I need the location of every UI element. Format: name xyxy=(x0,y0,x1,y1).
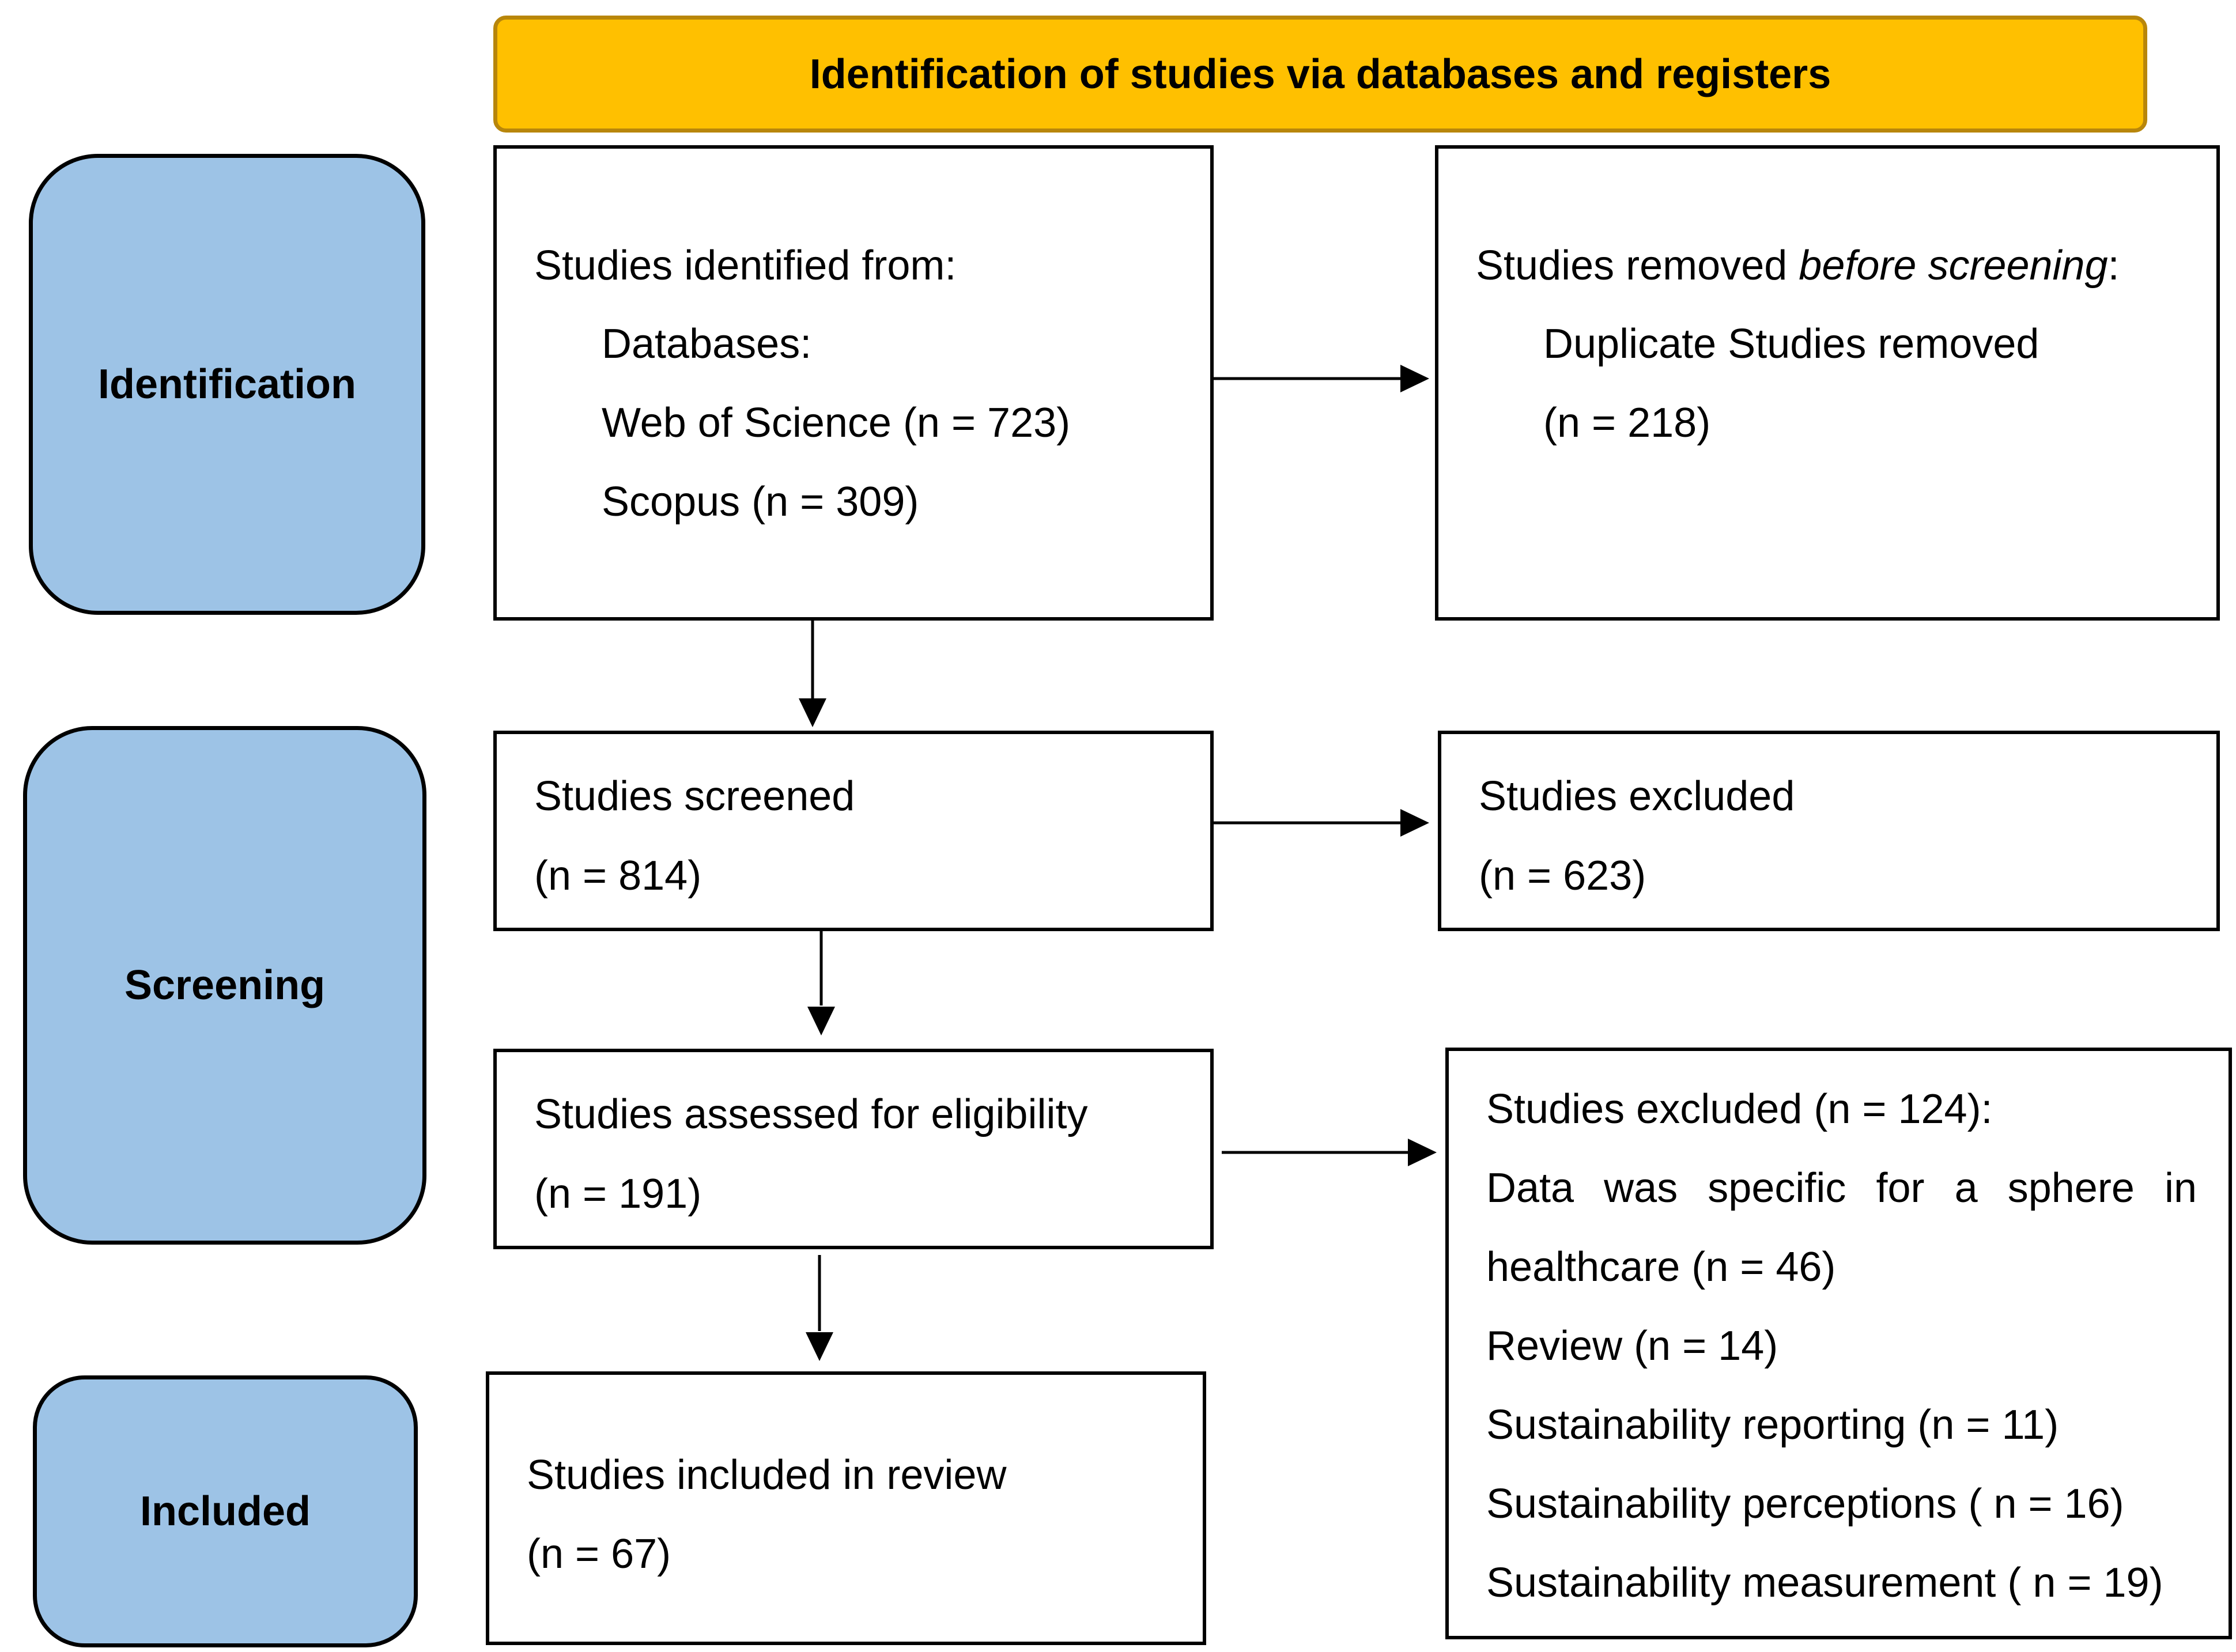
screened-label: Studies screened xyxy=(534,773,855,819)
excluded-reason-5: Sustainability measurement ( n = 19) xyxy=(1486,1560,2163,1606)
removed-count: (n = 218) xyxy=(1543,400,1711,446)
removed-heading-suffix: : xyxy=(2107,243,2120,289)
removed-box: Studies removed before screening: Duplic… xyxy=(1435,145,2220,621)
stage-included: Included xyxy=(33,1375,418,1647)
stage-included-label: Included xyxy=(139,1488,311,1534)
phase-banner: Identification of studies via databases … xyxy=(493,16,2147,133)
banner-title: Identification of studies via databases … xyxy=(809,51,1831,97)
removed-heading-prefix: Studies removed xyxy=(1476,243,1799,289)
eligibility-count: (n = 191) xyxy=(534,1171,702,1217)
stage-identification: Identification xyxy=(29,154,425,615)
stage-identification-label: Identification xyxy=(98,361,356,407)
included-count: (n = 67) xyxy=(527,1531,671,1577)
removed-duplicates: Duplicate Studies removed xyxy=(1543,321,2039,367)
excluded-reason-1-line-2: healthcare (n = 46) xyxy=(1486,1244,1836,1290)
excluded-reason-4: Sustainability perceptions ( n = 16) xyxy=(1486,1481,2124,1527)
identified-databases: Databases: xyxy=(602,321,812,367)
excluded-reason-3: Sustainability reporting (n = 11) xyxy=(1486,1402,2059,1448)
excluded-reason-1-line-1: Data was specific for a sphere in xyxy=(1486,1165,2197,1211)
removed-heading-emphasis: before screening xyxy=(1799,243,2108,289)
identified-heading: Studies identified from: xyxy=(534,243,957,289)
included-label: Studies included in review xyxy=(527,1452,1007,1498)
screened-count: (n = 814) xyxy=(534,853,702,899)
stage-screening-label: Screening xyxy=(124,962,326,1008)
excluded-screening-count: (n = 623) xyxy=(1479,853,1646,899)
included-box: Studies included in review (n = 67) xyxy=(486,1371,1206,1645)
removed-heading: Studies removed before screening: xyxy=(1476,242,2120,289)
screened-box: Studies screened (n = 814) xyxy=(493,731,1214,931)
arrowhead-eligibility xyxy=(807,1007,835,1035)
arrowhead-excluded-screening xyxy=(1400,809,1429,837)
stage-screening: Screening xyxy=(23,726,426,1245)
identified-wos: Web of Science (n = 723) xyxy=(602,400,1071,446)
arrowhead-excluded-eligibility xyxy=(1408,1139,1437,1166)
excluded-eligibility-heading: Studies excluded (n = 124): xyxy=(1486,1086,1993,1132)
arrowhead-removed xyxy=(1400,365,1429,392)
arrowhead-included xyxy=(806,1332,833,1361)
identified-scopus: Scopus (n = 309) xyxy=(602,479,919,525)
identified-box: Studies identified from: Databases: Web … xyxy=(493,145,1214,621)
excluded-reason-2: Review (n = 14) xyxy=(1486,1323,1778,1369)
eligibility-box: Studies assessed for eligibility (n = 19… xyxy=(493,1049,1214,1249)
excluded-eligibility-box: Studies excluded (n = 124): Data was spe… xyxy=(1445,1048,2232,1639)
excluded-screening-box: Studies excluded (n = 623) xyxy=(1438,731,2220,931)
arrowhead-screened xyxy=(799,698,826,727)
excluded-screening-label: Studies excluded xyxy=(1479,773,1795,819)
eligibility-label: Studies assessed for eligibility xyxy=(534,1091,1088,1137)
